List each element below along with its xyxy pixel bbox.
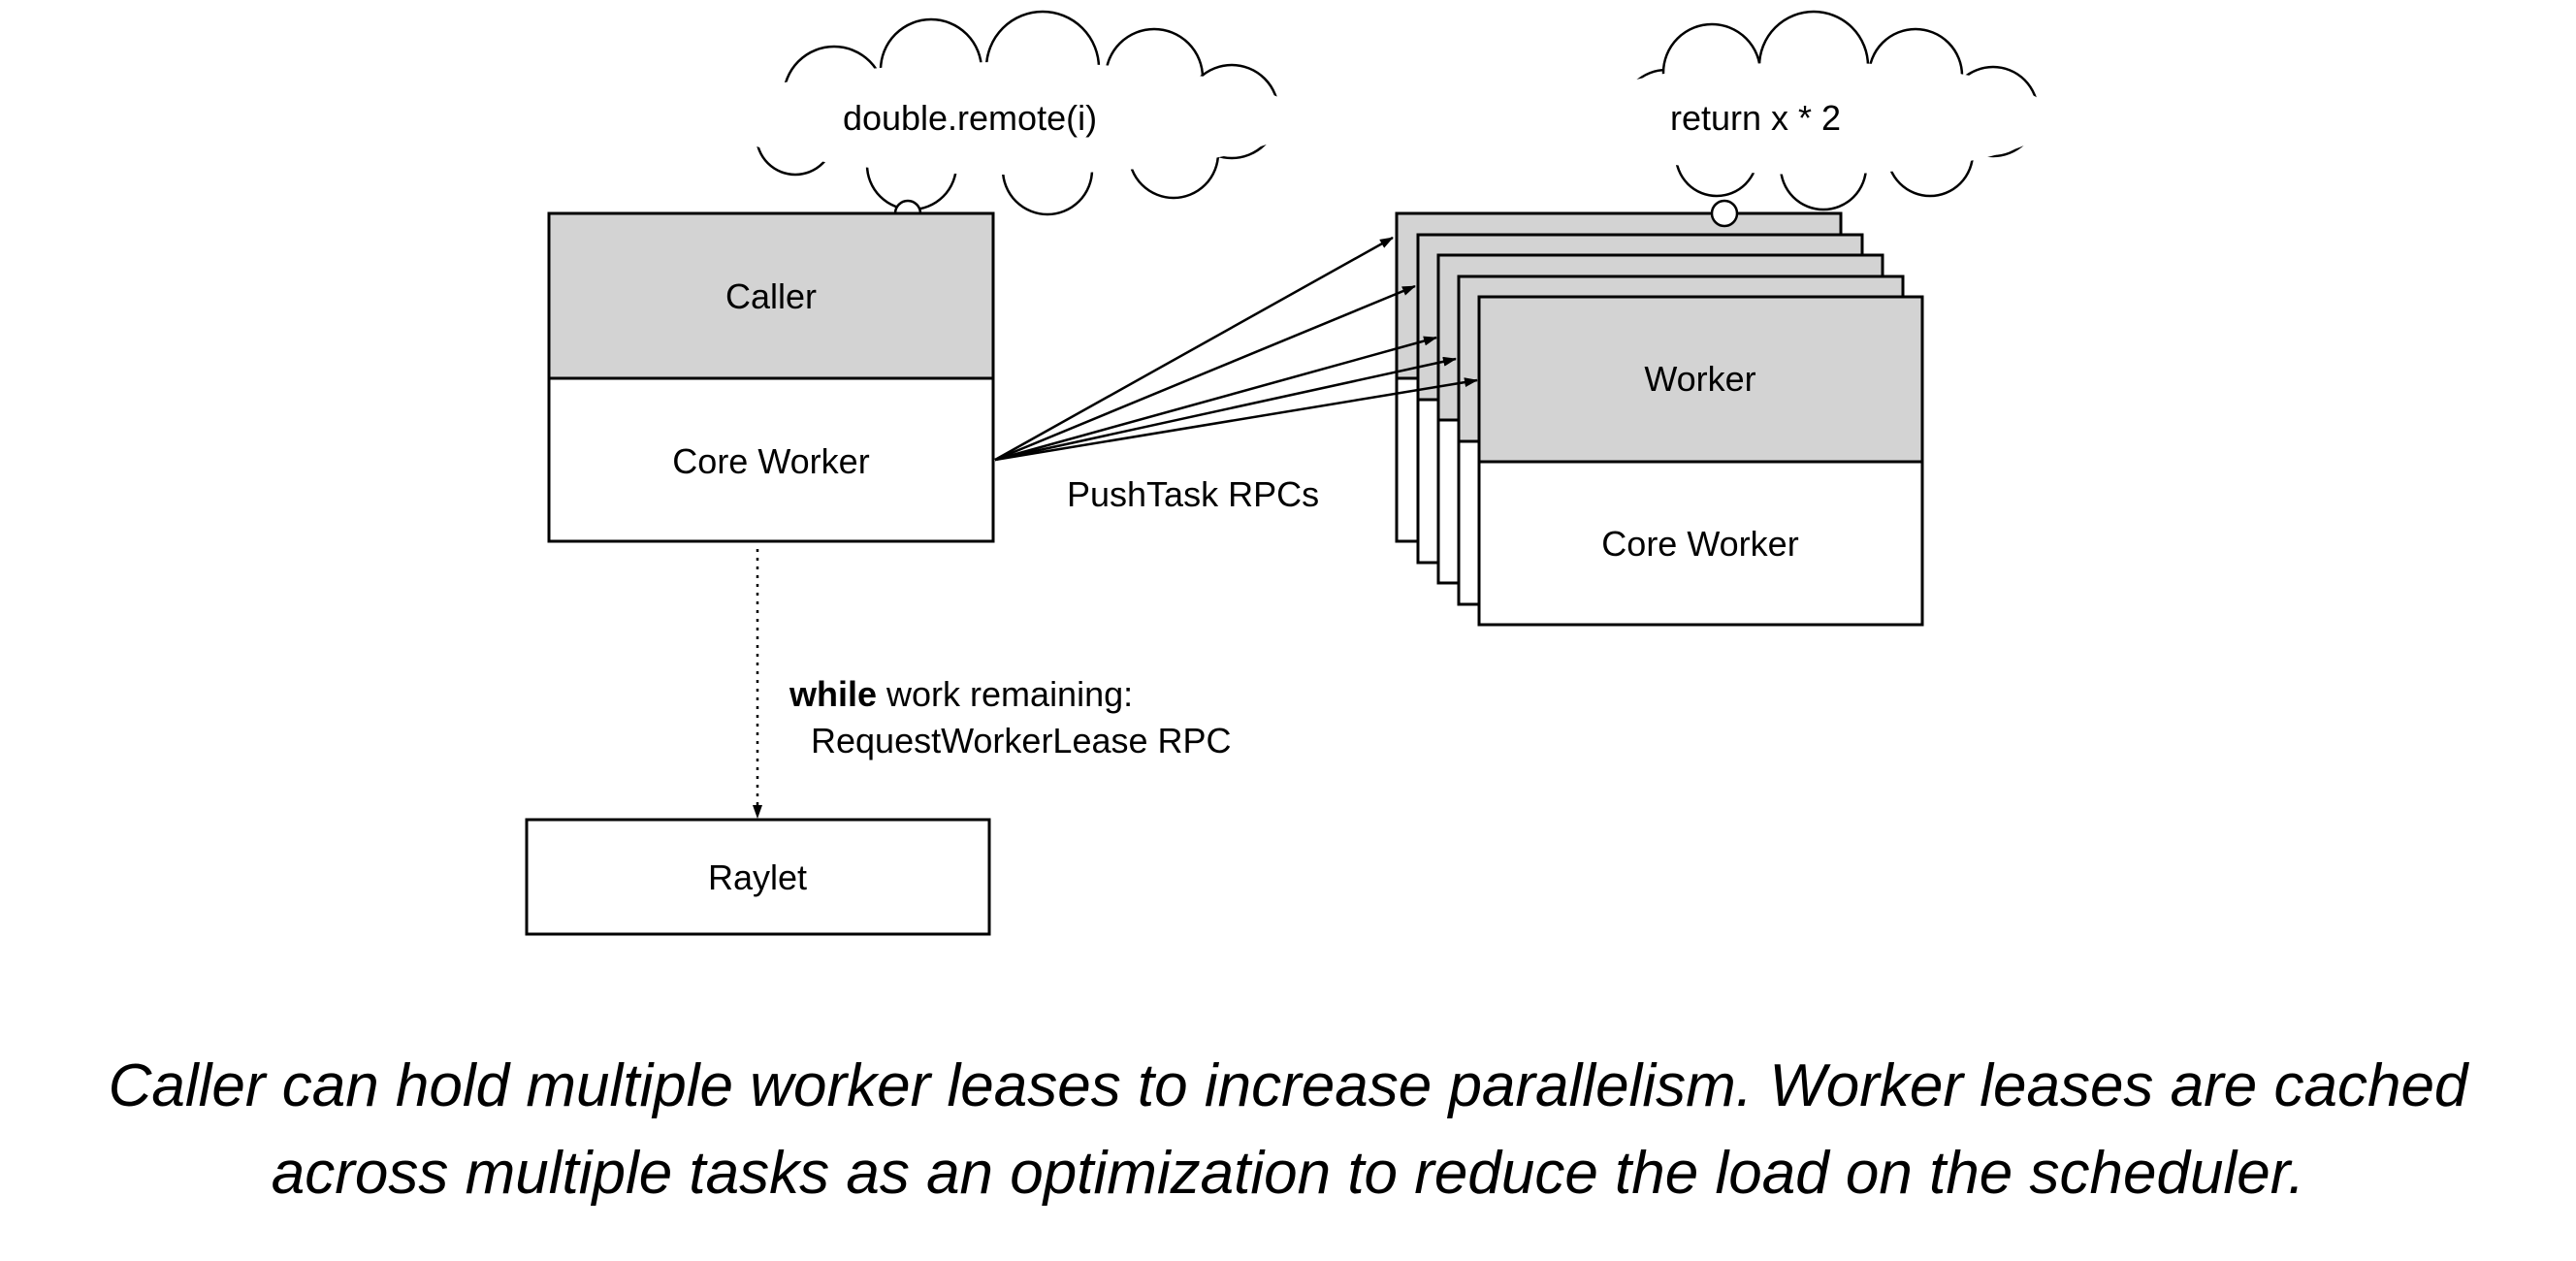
- lease-loop-keyword: while: [789, 674, 877, 714]
- lease-loop-rpc: RequestWorkerLease RPC: [811, 721, 1232, 760]
- caller-thought-text: double.remote(i): [843, 98, 1097, 138]
- worker-thought-text: return x * 2: [1670, 98, 1841, 138]
- worker-core-worker: [1477, 460, 1924, 627]
- caller-core-worker: [547, 376, 995, 543]
- push-task-arrow: [994, 284, 1416, 462]
- caller-thought-cloud: double.remote(i): [718, 10, 1300, 216]
- caller-core-worker-label: Core Worker: [672, 441, 869, 481]
- caller-box: [547, 211, 995, 543]
- push-task-arrow: [994, 356, 1457, 462]
- worker-header: [1477, 295, 1924, 464]
- push-rpc-label: PushTask RPCs: [1067, 474, 1319, 514]
- lease-loop-line1: while work remaining:: [789, 674, 1133, 714]
- push-task-arrows: [994, 236, 1478, 462]
- worker-core-worker-label: Core Worker: [1601, 524, 1798, 564]
- worker-box: [1477, 295, 1924, 627]
- raylet-box: [525, 818, 991, 936]
- worker-label: Worker: [1644, 359, 1755, 399]
- worker-thought-bubble: [1710, 199, 1739, 228]
- push-task-arrow: [994, 336, 1437, 462]
- caption: Caller can hold multiple worker leases t…: [0, 1043, 2576, 1217]
- push-task-arrow: [994, 236, 1394, 462]
- worker-stack: [1395, 199, 1924, 627]
- worker-thought-cloud: return x * 2: [1569, 10, 2054, 211]
- caller-header: [547, 211, 995, 380]
- caller-label: Caller: [725, 276, 817, 316]
- raylet-label: Raylet: [708, 857, 807, 897]
- caption-line-2: across multiple tasks as an optimization…: [271, 1140, 2305, 1207]
- lease-loop-condition: work remaining:: [877, 674, 1133, 714]
- push-task-arrow: [994, 377, 1478, 462]
- caption-line-1: Caller can hold multiple worker leases t…: [108, 1052, 2468, 1119]
